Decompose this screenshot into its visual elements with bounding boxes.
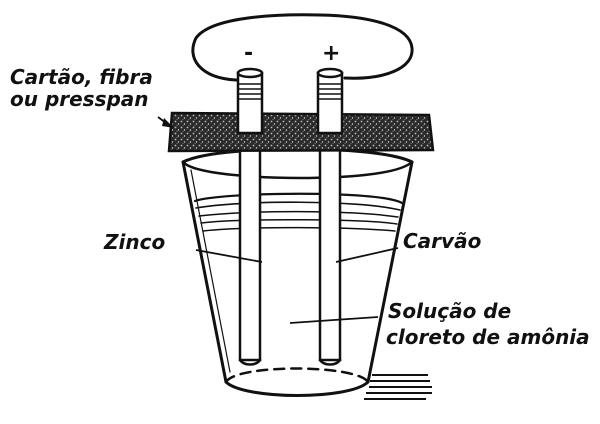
zinc-label: Zinco xyxy=(103,230,165,254)
carbon-label: Carvão xyxy=(403,229,482,253)
solution-label-line1: Solução de xyxy=(388,299,511,323)
liquid-surface xyxy=(193,192,404,232)
connecting-wire xyxy=(191,13,414,82)
zinc-electrode xyxy=(238,148,262,366)
negative-sign: - xyxy=(244,41,253,66)
negative-terminal-top xyxy=(236,67,264,135)
positive-terminal-top xyxy=(316,67,344,135)
board-label-line1: Cartão, fibra xyxy=(10,65,153,89)
beaker-shadow xyxy=(364,374,432,400)
carbon-electrode xyxy=(318,148,342,366)
insulating-board xyxy=(167,111,435,153)
board-label-line2: ou presspan xyxy=(10,87,149,111)
solution-label-line2: cloreto de amônia xyxy=(386,325,590,349)
label-leaders xyxy=(157,116,399,324)
positive-sign: + xyxy=(322,41,340,66)
glass-beaker xyxy=(181,147,414,397)
